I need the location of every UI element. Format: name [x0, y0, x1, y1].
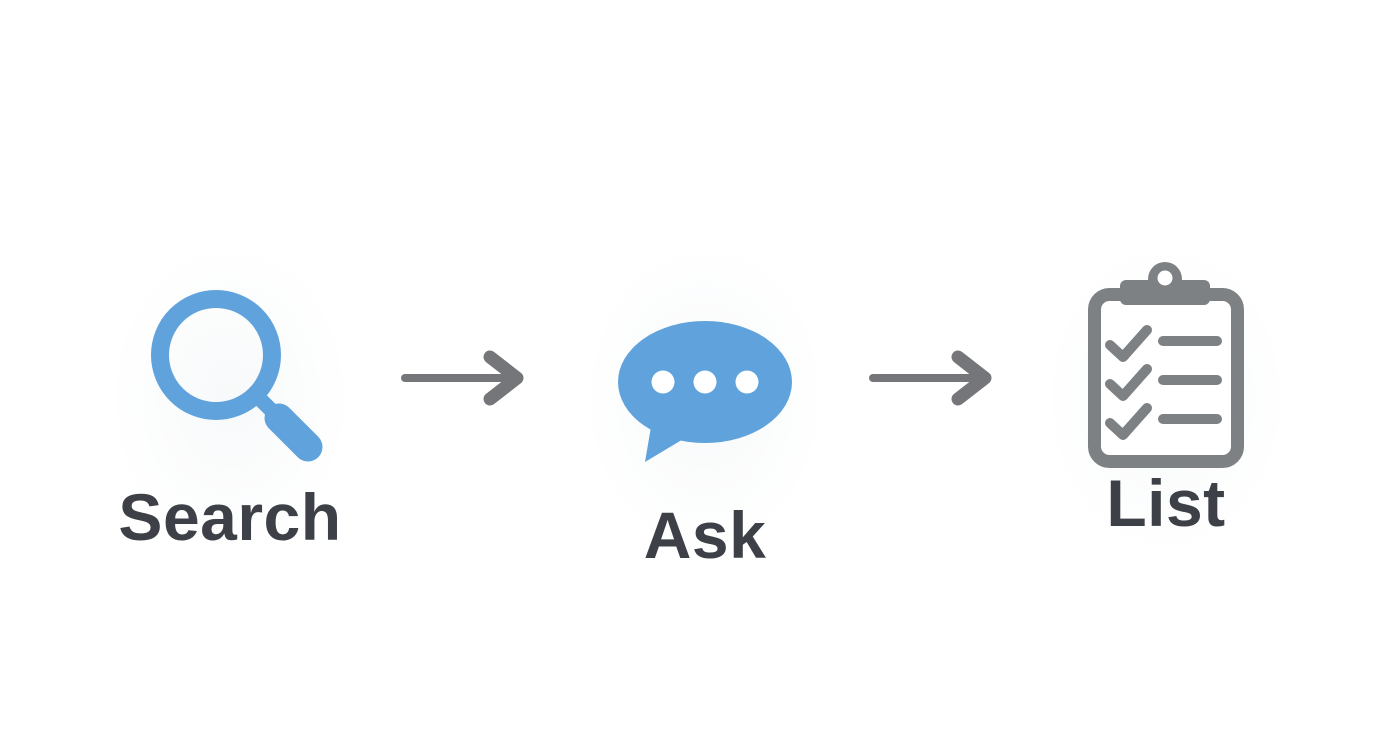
- step-label-ask: Ask: [643, 498, 767, 572]
- magnifier-icon: [150, 290, 322, 462]
- step-ask: Ask: [550, 198, 860, 598]
- step-label-list: List: [1106, 466, 1226, 540]
- magnifier-icon-box: [130, 218, 331, 484]
- arrow-right-icon: [401, 350, 524, 406]
- step-label-search: Search: [118, 480, 342, 554]
- speech-bubble-icon-box: [615, 218, 795, 502]
- step-list: List: [1011, 198, 1321, 598]
- clipboard-checklist-icon: [1088, 262, 1244, 468]
- speech-bubble-icon: [618, 321, 792, 462]
- step-search: Search: [75, 198, 385, 598]
- arrow-right-icon: [869, 350, 992, 406]
- clipboard-icon-box: [1080, 218, 1252, 470]
